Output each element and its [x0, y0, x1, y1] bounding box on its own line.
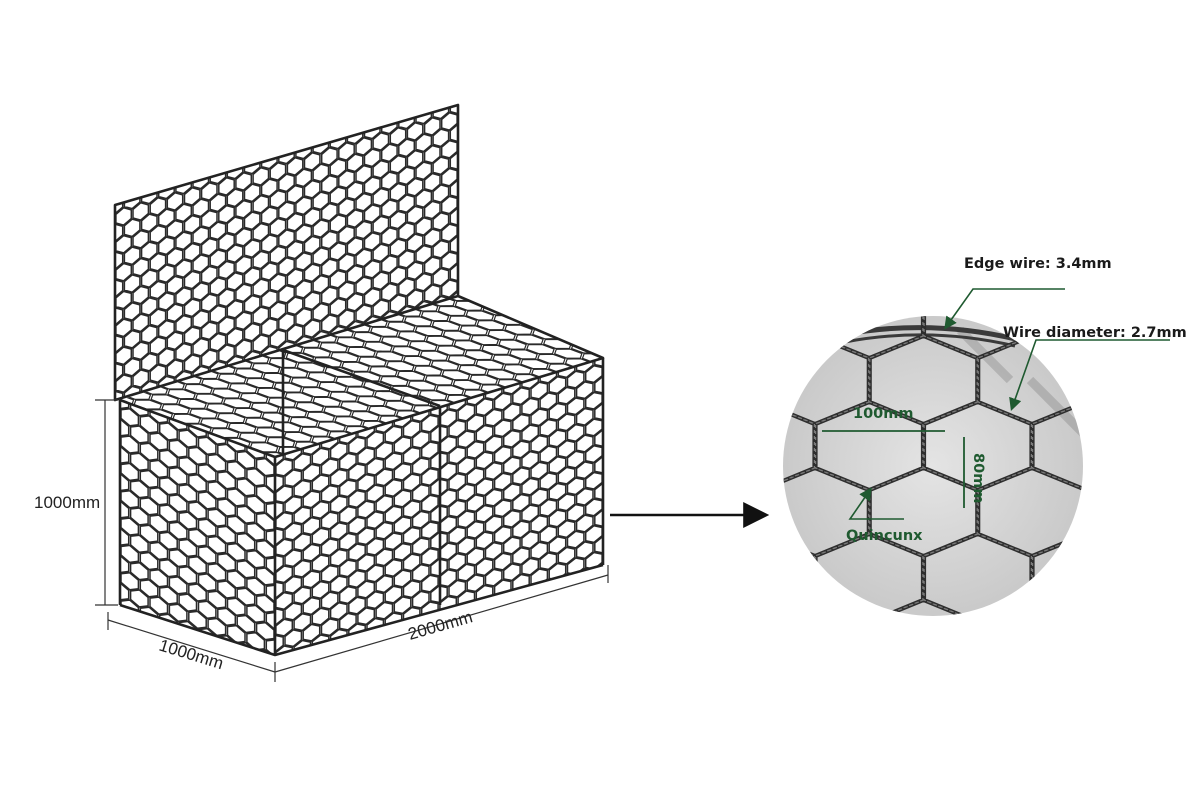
- height-dimension-label: 1000mm: [34, 493, 100, 512]
- edge-wire-label: Edge wire: 3.4mm: [964, 256, 1112, 272]
- diaphragm-top-edge: [282, 348, 441, 408]
- lid-mesh-panel: [115, 105, 458, 400]
- length-dimension-label: 2000mm: [406, 607, 475, 643]
- gabion-box: [113, 103, 605, 657]
- wire-diameter-label: Wire diameter: 2.7mm: [1003, 325, 1187, 341]
- width-dimension-line: [107, 619, 276, 673]
- width-dimension-label: 1000mm: [157, 636, 226, 674]
- mesh-detail-magnifier: [783, 316, 1083, 616]
- mesh-width-label: 100mm: [853, 406, 914, 422]
- magnifier-circle: [783, 316, 1083, 616]
- quincunx-label: Quincunx: [846, 528, 923, 544]
- dimension-lines: [95, 399, 609, 682]
- length-dimension-line: [274, 574, 609, 673]
- edge-wire-leader: [944, 288, 1065, 330]
- quincunx-leader: [848, 487, 904, 520]
- callouts: [848, 288, 1170, 520]
- wire-diameter-leader: [1009, 339, 1170, 412]
- mesh-height-label: 80mm: [970, 453, 986, 503]
- box-frame: [113, 103, 605, 657]
- box-bottom-edges: [119, 563, 604, 657]
- mesh-lid-hexagons: [115, 105, 458, 400]
